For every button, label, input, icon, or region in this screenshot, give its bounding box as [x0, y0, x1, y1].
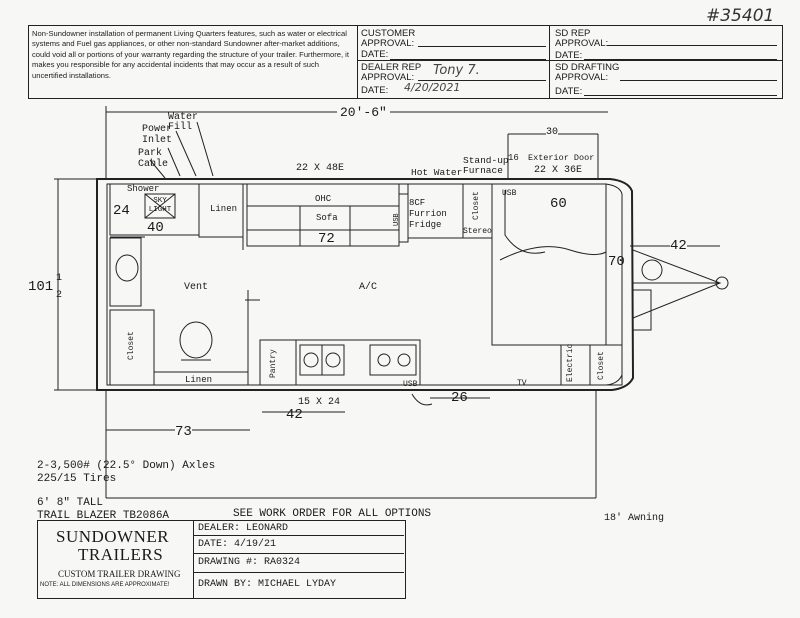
dim-60: 60	[550, 196, 567, 212]
drawing-stamp: #35401	[706, 6, 775, 26]
sd-drafting-approval-label: SD DRAFTING APPROVAL:	[555, 62, 620, 83]
customer-approval-label: CUSTOMER APPROVAL:	[361, 28, 416, 49]
note-awning: 18' Awning	[604, 513, 665, 524]
label-pantry: Pantry	[269, 349, 278, 378]
drawn-by-field: DRAWN BY: MICHAEL LYDAY	[198, 579, 337, 590]
note-tires: 225/15 Tires	[37, 473, 117, 485]
dimensions-note: NOTE: ALL DIMENSIONS ARE APPROXIMATE!	[40, 582, 170, 588]
sd-rep-date-line	[584, 59, 777, 60]
sd-rep-date-label: DATE:	[555, 50, 583, 61]
dim-70: 70	[608, 254, 625, 270]
label-fridge: 8CF Furrion Fridge	[409, 198, 447, 230]
label-linen-upper: Linen	[210, 204, 238, 214]
title-row-2	[193, 553, 404, 554]
dim-width-frac-bottom: 2	[56, 290, 63, 301]
dim-16: 16	[508, 153, 519, 163]
label-linen-lower: Linen	[185, 375, 213, 385]
label-electric: Electric	[566, 343, 575, 382]
sd-rep-approval-label: SD REP APPROVAL:	[555, 28, 609, 49]
label-exterior-door: Exterior Door	[528, 153, 595, 163]
customer-approval-line	[418, 46, 546, 47]
label-ohc: OHC	[315, 194, 332, 204]
label-hot-water: Hot Water	[411, 167, 463, 178]
label-park-cable: Park Cable	[138, 148, 169, 170]
dim-40: 40	[147, 220, 164, 236]
label-closet-left: Closet	[127, 331, 136, 360]
label-sofa: Sofa	[316, 213, 338, 223]
note-work-order: SEE WORK ORDER FOR ALL OPTIONS	[233, 508, 432, 520]
date-field: DATE: 4/19/21	[198, 539, 277, 550]
drawing-number-field: DRAWING #: RA0324	[198, 557, 301, 568]
sd-drafting-date-label: DATE:	[555, 86, 583, 97]
label-standup-furnace: Stand-up Furnace	[463, 155, 509, 176]
label-sky-light: SKY LIGHT	[148, 197, 172, 214]
sd-drafting-date-line	[584, 95, 777, 96]
dealer-date-label: DATE:	[361, 85, 389, 96]
label-closet-right: Closet	[597, 351, 606, 380]
dim-overall-length: 20'-6"	[337, 106, 390, 119]
disclaimer-text: Non-Sundowner installation of permanent …	[32, 29, 349, 80]
title-row-1	[193, 535, 404, 536]
label-vent: Vent	[184, 282, 209, 293]
header-divider-1	[357, 25, 358, 98]
label-usb-galley: USB	[403, 380, 418, 389]
company-name-line1: SUNDOWNER	[56, 527, 170, 546]
header-divider-h	[357, 60, 782, 61]
label-tv: TV	[517, 379, 527, 388]
dim-30: 30	[546, 127, 559, 138]
dealer-rep-approval-label: DEALER REP APPROVAL:	[361, 62, 422, 83]
label-ac: A/C	[359, 282, 378, 293]
title-block-divider	[193, 520, 194, 598]
label-usb-door: USB	[502, 189, 517, 198]
note-axles: 2-3,500# (22.5° Down) Axles	[37, 460, 216, 472]
company-name-line2: TRAILERS	[78, 545, 164, 564]
label-exterior-door-size: 22 X 36E	[534, 165, 583, 176]
sd-drafting-line	[620, 80, 777, 81]
label-window-top: 22 X 48E	[296, 163, 345, 174]
label-water-fill: Water Fill	[168, 112, 199, 133]
dim-72: 72	[318, 231, 335, 247]
title-row-3	[193, 572, 404, 573]
label-stereo: Stereo	[463, 227, 492, 236]
customer-date-label: DATE:	[361, 49, 389, 60]
header-block	[28, 25, 783, 99]
dim-width-frac-top: 1	[56, 273, 63, 284]
dealer-rep-line	[418, 80, 546, 81]
note-height: 6' 8" TALL	[37, 497, 104, 509]
dim-42-hitch: 42	[670, 238, 687, 254]
drawing-type: CUSTOM TRAILER DRAWING	[58, 569, 181, 579]
dim-42-galley: 42	[286, 407, 303, 423]
title-block	[37, 520, 406, 599]
dealer-field: DEALER: LEONARD	[198, 523, 289, 534]
dim-26: 26	[451, 390, 468, 406]
label-usb-sofa: USB	[393, 213, 401, 226]
dim-24: 24	[113, 203, 130, 219]
sink-size: 15 X 24	[298, 397, 341, 408]
sd-rep-line	[607, 45, 777, 46]
customer-date-line	[390, 59, 546, 60]
header-divider-2	[549, 25, 550, 98]
label-closet-fridge: Closet	[472, 191, 481, 220]
label-shower: Shower	[127, 184, 160, 194]
dim-width: 101	[28, 279, 54, 295]
note-model: TRAIL BLAZER TB2086A	[37, 510, 170, 522]
label-power-inlet: Power Inlet	[142, 124, 173, 146]
dim-73: 73	[175, 424, 192, 440]
dealer-date-value: 4/20/2021	[404, 81, 461, 94]
dealer-rep-signature: Tony 7.	[433, 63, 480, 78]
